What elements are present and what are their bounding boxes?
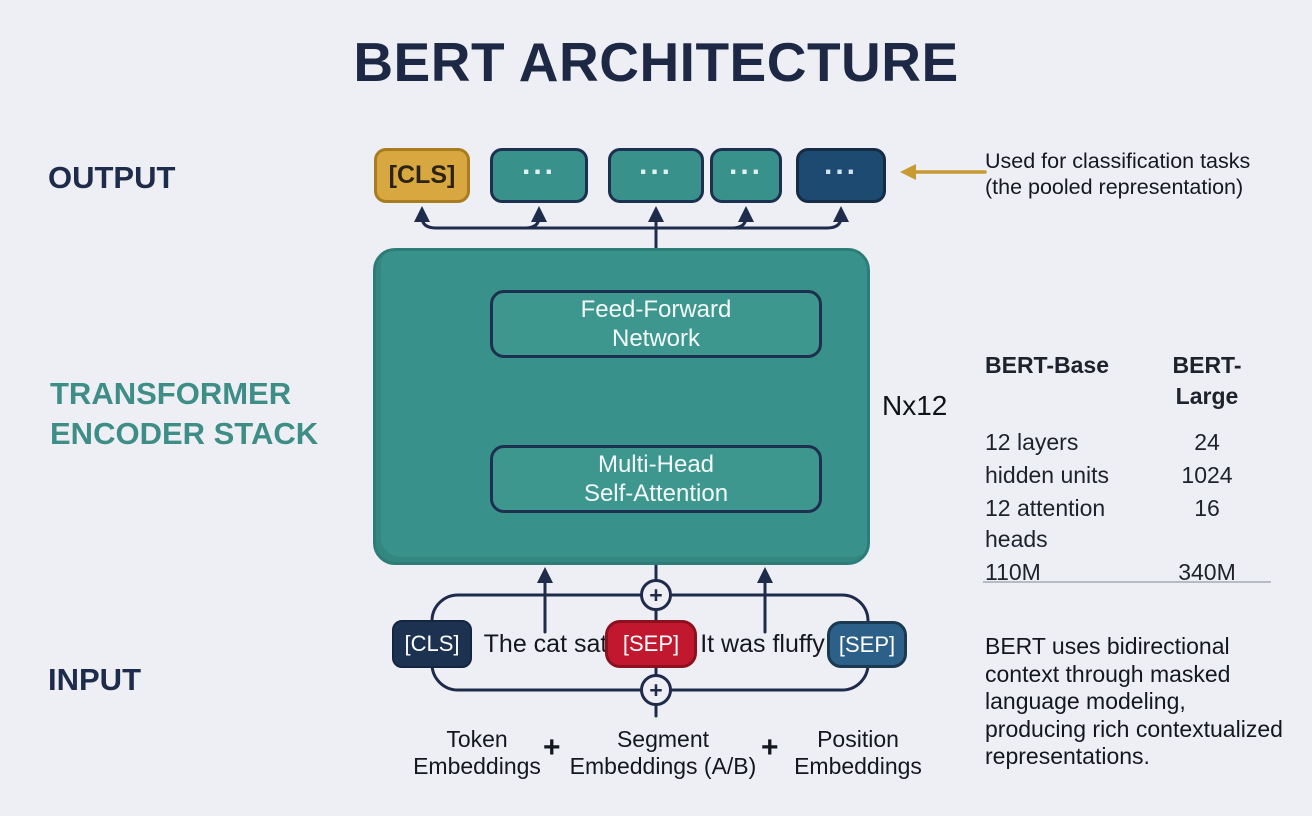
token-embeddings-line1: Token (446, 726, 508, 752)
segment-embeddings-line1: Segment (616, 726, 710, 752)
token-embeddings-line2: Embeddings (413, 753, 541, 779)
plus-icon: + (543, 731, 561, 764)
position-embeddings-line1: Position (817, 726, 899, 752)
bert-base-header: BERT-Base (985, 352, 1109, 378)
output-pooled-token: ... (796, 148, 886, 203)
ffn-label-line2: Network (611, 325, 701, 352)
row-value: 1024 (1181, 462, 1233, 488)
feed-forward-box: Feed-Forward Network (490, 290, 822, 358)
page-title: BERT ARCHITECTURE (353, 31, 959, 93)
output-hidden-token: ... (710, 148, 782, 203)
table-row: hidden units 1024 (985, 460, 1275, 491)
row-value: 340M (1178, 559, 1236, 585)
ellipsis-label: ... (638, 147, 673, 181)
output-cls-token: [CLS] (374, 148, 470, 203)
encoder-section-label-line1: TRANSFORMER (50, 376, 292, 411)
sentence-b-text: It was fluffy (700, 629, 825, 658)
row-value: 24 (1194, 429, 1220, 455)
table-row: 12 attention heads 16 (985, 493, 1275, 555)
annotation-line1: Used for classification tasks (985, 149, 1251, 173)
self-attention-box: Multi-Head Self-Attention (490, 445, 822, 513)
row-label: hidden units (985, 462, 1110, 488)
plus-icon: + (761, 731, 779, 764)
input-sep-token-a: [SEP] (605, 620, 697, 668)
table-row: 12 layers 24 (985, 427, 1275, 458)
mhsa-label-line1: Multi-Head (597, 451, 715, 478)
classification-annotation: Used for classification tasks (the poole… (985, 148, 1312, 200)
ellipsis-label: ... (521, 147, 556, 181)
comparison-header-row: BERT-Base BERT-Large (985, 350, 1275, 412)
annotation-line2: (the pooled representation) (985, 175, 1244, 199)
plus-icon: + (649, 581, 663, 608)
row-value: 16 (1194, 495, 1220, 521)
row-label: 12 layers (985, 429, 1079, 455)
output-hidden-token: ... (608, 148, 704, 203)
token-embeddings-label: Token Embeddings (407, 726, 547, 780)
bert-large-header: BERT-Large (1172, 352, 1242, 409)
sentence-a-text: The cat sat (483, 629, 608, 658)
bert-description-note: BERT uses bidirectional context through … (985, 633, 1283, 769)
encoder-section-label-line2: ENCODER STACK (50, 416, 319, 451)
table-row: 110M 340M (985, 557, 1275, 588)
comparison-body: 12 layers 24 hidden units 1024 12 attent… (985, 427, 1275, 588)
ellipsis-label: ... (823, 147, 858, 181)
row-label: 12 attention heads (985, 495, 1106, 552)
output-section-label: OUTPUT (48, 160, 176, 195)
position-embeddings-label: Position Embeddings (788, 726, 928, 780)
input-section-label: INPUT (48, 662, 141, 697)
output-hidden-token: ... (490, 148, 588, 203)
ffn-label-line1: Feed-Forward (580, 296, 732, 323)
row-label: 110M (985, 559, 1041, 585)
segment-embeddings-label: Segment Embeddings (A/B) (568, 726, 758, 780)
encoder-section-label: TRANSFORMER ENCODER STACK (50, 374, 318, 454)
segment-embeddings-line2: Embeddings (A/B) (569, 753, 757, 779)
model-comparison-table: BERT-Base BERT-Large 12 layers 24 hidden… (985, 350, 1275, 590)
layer-repeat-label: Nx12 (882, 390, 948, 421)
sidebar-divider (983, 581, 1271, 583)
mhsa-label-line2: Self-Attention (583, 480, 729, 507)
input-cls-token: [CLS] (392, 620, 472, 668)
input-sep-token-b: [SEP] (827, 621, 907, 668)
plus-icon: + (649, 676, 663, 703)
position-embeddings-line2: Embeddings (794, 753, 922, 779)
ellipsis-label: ... (728, 147, 763, 181)
